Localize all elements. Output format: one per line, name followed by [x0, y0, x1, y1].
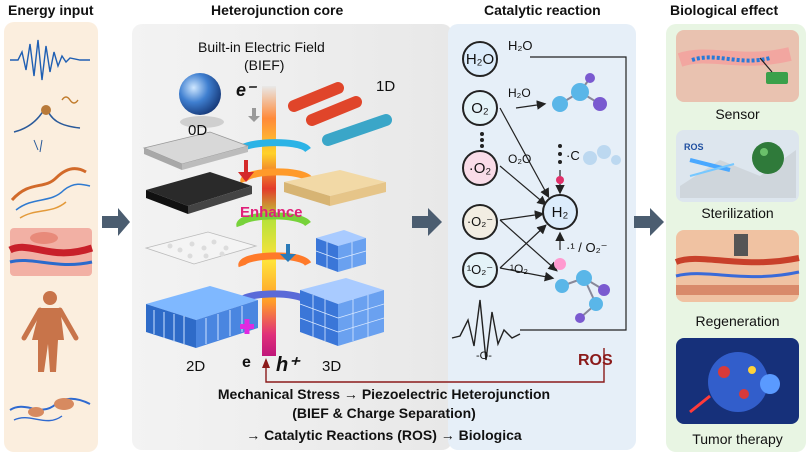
hole-label: h⁺	[276, 354, 299, 376]
right-connector	[520, 56, 627, 331]
bief-rainbow-bar	[262, 86, 276, 356]
ellipsis-dots	[480, 132, 562, 164]
h2-molecule: H₂	[542, 194, 578, 230]
flow-arrow-3	[634, 208, 664, 236]
molecule-cluster-2	[556, 145, 621, 184]
plus-icon	[240, 319, 254, 334]
bottom-text-line3: → Catalytic Reactions (ROS) → Biologica	[246, 427, 522, 443]
singlet-right-label: ·¹ / O₂⁻	[566, 240, 608, 255]
hand-gesture-icon	[9, 397, 91, 422]
regeneration-image	[674, 230, 800, 302]
bief-title-line2: (BIEF)	[244, 57, 285, 73]
tissue-strands-icon	[10, 167, 91, 219]
tumor-therapy-image	[676, 338, 799, 424]
o2-molecule: O₂	[462, 90, 498, 126]
heterojunction-core-title: Heterojunction core	[211, 2, 344, 18]
biological-effect-title: Biological effect	[670, 2, 779, 18]
flow-arrow-2	[412, 208, 442, 236]
sensor-image	[676, 30, 799, 102]
sensor-label: Sensor	[715, 106, 760, 122]
down-arrow-red	[238, 160, 254, 182]
wave-label: -O-	[476, 350, 492, 362]
human-body-icon	[21, 291, 79, 372]
enhance-label: Enhance	[240, 204, 303, 221]
dim-1d-label: 1D	[376, 78, 396, 95]
c-label: ·C	[566, 148, 580, 163]
plate-beads-icon	[144, 231, 258, 265]
ros-feedback-line	[265, 348, 605, 383]
bottom-text-line2: (BIEF & Charge Separation)	[292, 405, 476, 421]
o2o-label: O₂O	[508, 152, 532, 166]
singlet-label: ¹O₂	[510, 262, 528, 276]
plate-black-icon	[146, 172, 252, 206]
ros-label: ROS	[578, 352, 613, 369]
h2o-molecule: H₂O	[462, 41, 498, 77]
electron-bottom-label: e	[242, 354, 251, 371]
down-arrow-blue	[280, 244, 296, 262]
1d-rods-icon	[288, 82, 392, 146]
electron-top-label: e⁻	[236, 80, 256, 100]
wave-signal-icon	[451, 299, 521, 361]
0d-sphere-icon	[179, 73, 221, 115]
energy-waveform-icon	[10, 39, 90, 81]
molecule-cluster-1	[552, 73, 607, 112]
3d-big-cube-icon	[299, 278, 385, 346]
sterilization-label: Sterilization	[701, 205, 774, 221]
flow-arrow-1	[102, 208, 130, 236]
singlet-oxygen-molecule: ¹O₂⁻	[462, 252, 498, 288]
catalytic-reaction-title: Catalytic reaction	[484, 2, 601, 18]
dim-0d-label: 0D	[188, 122, 208, 139]
tumor-therapy-label: Tumor therapy	[692, 431, 783, 447]
molecule-cluster-3	[554, 258, 610, 323]
nanotube-array-icon	[146, 286, 258, 320]
regeneration-label: Regeneration	[695, 313, 780, 329]
3d-small-cube-icon	[315, 230, 367, 272]
energy-input-title: Energy input	[8, 2, 94, 18]
h2o-label: H₂O	[508, 38, 533, 53]
blood-vessel-icon	[8, 228, 94, 276]
superoxide-molecule: ·O₂⁻	[462, 204, 498, 240]
sphere-shadow	[180, 116, 224, 128]
plate-tan-icon	[284, 170, 386, 196]
o2-radical-molecule: ·O₂	[462, 150, 498, 186]
dim-2d-label: 2D	[186, 358, 206, 375]
bief-title-line1: Built-in Electric Field	[198, 39, 325, 55]
dim-3d-label: 3D	[322, 358, 342, 375]
nerve-cell-icon	[13, 96, 81, 153]
sterilization-ros-tag: ROS	[684, 142, 704, 152]
o2-h2o-label: H₂O	[508, 86, 531, 100]
bottom-text-line1: Mechanical Stress → Piezoelectric Hetero…	[217, 386, 551, 402]
down-arrow-gray	[248, 108, 260, 122]
sterilization-image: ROS	[676, 130, 799, 202]
